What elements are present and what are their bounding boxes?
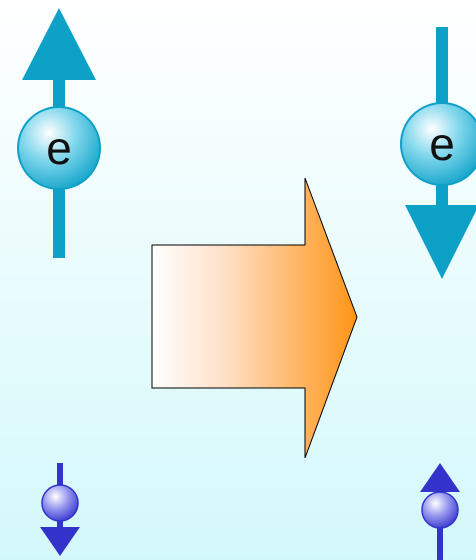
nucleus-spin-up (420, 463, 460, 560)
nucleus-sphere (41, 484, 79, 522)
nucleus-sphere (421, 491, 459, 529)
electron-label: e (46, 122, 72, 174)
electron-sphere (400, 102, 476, 186)
spin-arrow-head-up-icon (22, 8, 96, 80)
electron-sphere (17, 106, 101, 190)
transition-arrow-icon (151, 177, 358, 459)
nucleus-spin-down (40, 463, 80, 556)
spin-arrow-head-down-icon (40, 527, 80, 556)
electron-label: e (429, 118, 455, 170)
electron-spin-down: e (400, 27, 476, 279)
spin-arrow-head-up-icon (420, 463, 460, 492)
electron-spin-up: e (17, 8, 101, 258)
spin-arrow-head-down-icon (405, 205, 476, 279)
